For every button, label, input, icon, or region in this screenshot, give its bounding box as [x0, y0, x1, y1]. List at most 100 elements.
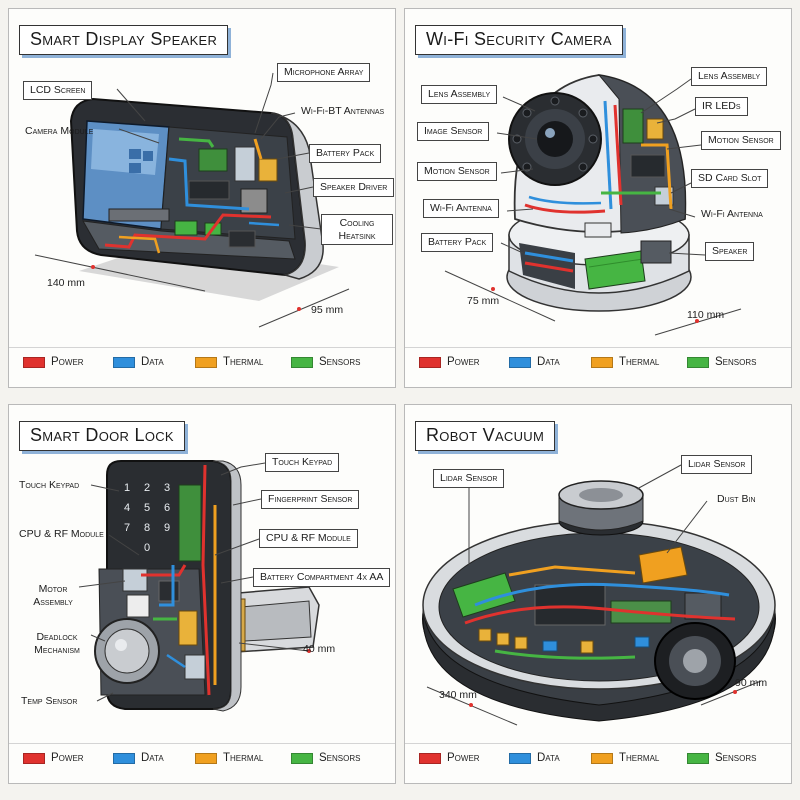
legend-thermal-label: Thermal [619, 752, 660, 764]
legend-power: Power [419, 356, 480, 368]
legend-data-label: Data [141, 752, 164, 764]
panel-wifi-security-camera: Wi-Fi Security Camera Lens Assembly Imag… [404, 8, 792, 388]
panel-title: Smart Display Speaker [19, 25, 229, 55]
label-motor-assembly: Motor Assembly [33, 583, 73, 608]
legend-power: Power [23, 356, 84, 368]
legend-sensors: Sensors [687, 356, 756, 368]
svg-text:3: 3 [164, 482, 170, 494]
legend-thermal-swatch [591, 356, 613, 368]
label-motion-sensor-right: Motion Sensor [701, 131, 781, 150]
legend-sensors-swatch [291, 356, 313, 368]
svg-text:0: 0 [144, 542, 150, 554]
label-battery-compartment: Battery Compartment 4x AA [253, 568, 391, 587]
legend-thermal: Thermal [195, 752, 263, 764]
wifi-security-camera-illustration [444, 74, 742, 336]
legend-thermal-swatch [591, 752, 613, 764]
legend-sensors: Sensors [291, 752, 360, 764]
label-speaker-driver: Speaker Driver [313, 178, 395, 197]
label-touch-keypad-right: Touch Keypad [265, 453, 340, 472]
legend-power: Power [23, 752, 84, 764]
label-lens-assembly-left: Lens Assembly [421, 85, 498, 104]
legend-power-swatch [419, 752, 441, 764]
legend-thermal-label: Thermal [619, 356, 660, 368]
label-battery-pack: Battery Pack [309, 144, 382, 163]
label-lcd-screen: LCD Screen [23, 81, 93, 100]
legend-sensors-swatch [291, 752, 313, 764]
legend-data-swatch [113, 356, 135, 368]
legend-sensors: Sensors [687, 752, 756, 764]
panel-title: Wi-Fi Security Camera [415, 25, 623, 55]
legend-sensors: Sensors [291, 356, 360, 368]
dimension-bolt: 40 mm [303, 643, 336, 655]
label-cpu-rf-module-right: CPU & RF Module [259, 529, 358, 548]
legend-sensors-label: Sensors [715, 356, 757, 368]
label-wifi-antenna-right: Wi-Fi Antenna [701, 208, 763, 220]
svg-text:5: 5 [144, 502, 150, 514]
legend-data: Data [509, 752, 560, 764]
dimension-width: 140 mm [47, 277, 85, 289]
label-deadlock-mechanism: Deadlock Mechanism [34, 631, 80, 656]
legend-sensors-label: Sensors [319, 356, 361, 368]
legend-power-swatch [23, 752, 45, 764]
robot-vacuum-illustration [422, 464, 776, 726]
label-cpu-rf-module-left: CPU & RF Module [19, 528, 104, 540]
label-wifi-antenna-left: Wi-Fi Antenna [423, 199, 499, 218]
svg-text:6: 6 [164, 502, 170, 514]
label-motion-sensor-left: Motion Sensor [417, 162, 497, 181]
legend-thermal: Thermal [591, 752, 659, 764]
panel-title: Smart Door Lock [19, 421, 185, 451]
label-fingerprint-sensor: Fingerprint Sensor [261, 490, 360, 509]
label-ir-leds: IR LEDs [695, 97, 748, 116]
label-speaker: Speaker [705, 242, 755, 261]
legend-data-swatch [509, 356, 531, 368]
legend-thermal: Thermal [195, 356, 263, 368]
legend-thermal: Thermal [591, 356, 659, 368]
svg-text:1: 1 [124, 482, 130, 494]
label-wifi-bt-antennas: Wi-Fi-BT Antennas [301, 105, 385, 117]
legend-thermal-swatch [195, 752, 217, 764]
dimension-height: 90 mm [735, 677, 768, 689]
legend-data-label: Data [141, 356, 164, 368]
legend-data: Data [113, 356, 164, 368]
legend-thermal-label: Thermal [223, 752, 264, 764]
legend-sensors-swatch [687, 356, 709, 368]
svg-text:8: 8 [144, 522, 150, 534]
legend-data: Data [113, 752, 164, 764]
legend-power-label: Power [51, 356, 84, 368]
legend: Power Data Thermal Sensors [9, 743, 395, 783]
panel-title: Robot Vacuum [415, 421, 556, 451]
legend-thermal-label: Thermal [223, 356, 264, 368]
svg-text:7: 7 [124, 522, 130, 534]
label-touch-keypad-left: Touch Keypad [19, 479, 80, 491]
legend-thermal-swatch [195, 356, 217, 368]
legend: Power Data Thermal Sensors [9, 347, 395, 387]
dimension-depth: 95 mm [311, 304, 344, 316]
label-lidar-sensor-left: Lidar Sensor [433, 469, 505, 488]
legend: Power Data Thermal Sensors [405, 347, 791, 387]
label-camera-module: Camera Module [25, 125, 94, 137]
legend-data-label: Data [537, 752, 560, 764]
smart-display-speaker-illustration [34, 72, 350, 328]
legend-sensors-label: Sensors [319, 752, 361, 764]
legend-power-swatch [23, 356, 45, 368]
legend-power-label: Power [447, 752, 480, 764]
legend-data: Data [509, 356, 560, 368]
label-cooling-heatsink: Cooling Heatsink [321, 214, 393, 246]
legend-power-swatch [419, 356, 441, 368]
dimension-diameter: 340 mm [439, 689, 477, 701]
legend-sensors-swatch [687, 752, 709, 764]
label-sd-card-slot: SD Card Slot [691, 169, 769, 188]
legend-power-label: Power [51, 752, 84, 764]
legend: Power Data Thermal Sensors [405, 743, 791, 783]
label-lens-assembly-right: Lens Assembly [691, 67, 768, 86]
label-image-sensor: Image Sensor [417, 122, 490, 141]
dimension-depth: 110 mm [687, 309, 725, 321]
label-microphone-array: Microphone Array [277, 63, 371, 82]
svg-text:4: 4 [124, 502, 130, 514]
label-dust-bin: Dust Bin [717, 493, 756, 505]
legend-data-label: Data [537, 356, 560, 368]
label-temp-sensor: Temp Sensor [21, 695, 78, 707]
legend-power: Power [419, 752, 480, 764]
